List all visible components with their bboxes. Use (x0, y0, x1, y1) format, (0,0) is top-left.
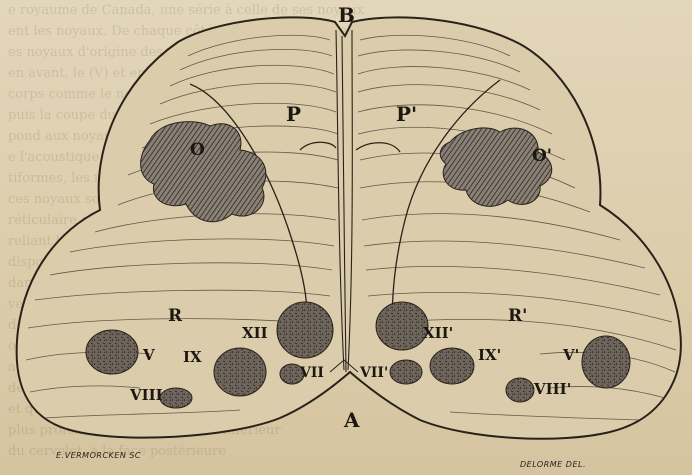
label-o: O (190, 142, 205, 159)
label-ix-prime: IX' (478, 348, 501, 363)
label-r-prime: R' (508, 308, 527, 325)
draftsman-credit: DELORME DEL. (520, 460, 586, 469)
label-viii: VIII (130, 388, 163, 403)
nucleus-viii-left (160, 388, 192, 408)
nucleus-viii-right (506, 378, 534, 402)
engraver-credit: E.VERMORCKEN SC (56, 451, 141, 460)
label-ix: IX (183, 350, 202, 365)
nucleus-vii-right (390, 360, 422, 384)
section-outline (17, 17, 681, 438)
nucleus-xii-left (277, 302, 333, 358)
nucleus-xii-right (376, 302, 428, 350)
label-b: B (338, 5, 355, 25)
label-xii: XII (242, 326, 268, 341)
label-viii-prime: VIII' (534, 382, 571, 397)
label-vii: VII (300, 366, 324, 380)
label-o-prime: O' (532, 148, 552, 165)
label-a: A (344, 410, 360, 430)
nucleus-ix-left (214, 348, 266, 396)
label-r: R (168, 308, 182, 325)
nucleus-ix-right (430, 348, 474, 384)
label-v: V (143, 348, 155, 363)
label-vii-prime: VII' (360, 366, 388, 380)
label-p: P (286, 104, 301, 124)
nucleus-v-right (582, 336, 630, 388)
nucleus-v-left (86, 330, 138, 374)
label-p-prime: P' (396, 104, 417, 124)
label-xii-prime: XII' (423, 326, 453, 341)
label-v-prime: V' (563, 348, 579, 363)
